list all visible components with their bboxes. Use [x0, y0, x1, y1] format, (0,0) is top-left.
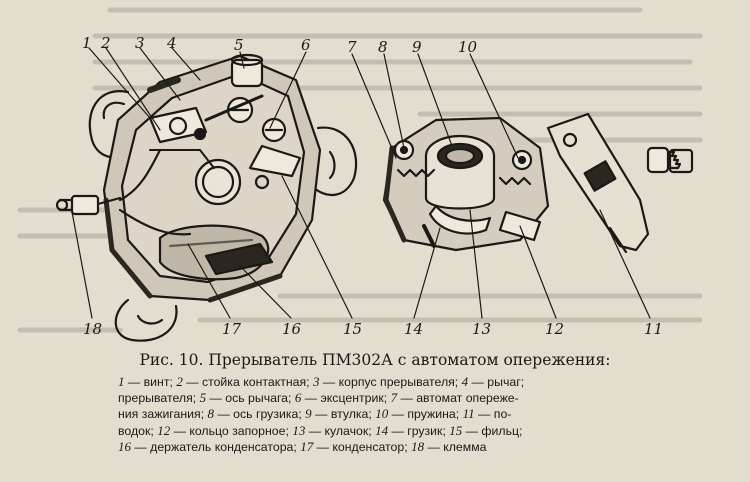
callout-10: 10	[458, 38, 478, 56]
legend-number: 18	[411, 438, 425, 454]
legend-term: ось рычага	[225, 391, 289, 406]
legend-number: 6	[294, 390, 302, 406]
legend-term: винт	[143, 375, 170, 389]
legend-term: втулка	[330, 407, 369, 422]
legend-number: 13	[292, 422, 306, 438]
legend-term: конденсатор	[332, 439, 405, 454]
legend-line: прерывателя; 5 — ось рычага; 6 — эксцент…	[118, 390, 519, 406]
legend-line: 16 — держатель конденсатора; 17 — конден…	[118, 438, 487, 454]
legend-term: по-	[493, 407, 512, 422]
advance-mechanism	[382, 116, 550, 252]
legend-number: 15	[449, 422, 463, 438]
callout-1: 1	[82, 34, 92, 52]
legend-number: 10	[375, 406, 389, 422]
legend-term: корпус прерывателя	[338, 375, 455, 389]
legend-number: 12	[157, 422, 171, 438]
legend-term: стойка контактная	[201, 375, 307, 389]
legend-line: 1 — винт; 2 — стойка контактная; 3 — кор…	[118, 374, 525, 389]
figure-caption-title: Рис. 10. Прерыватель ПМ302А с автоматом …	[139, 351, 611, 369]
legend-line: водок; 12 — кольцо запорное; 13 — кулачо…	[118, 422, 523, 438]
callout-3: 3	[135, 34, 145, 52]
legend-number: 1	[118, 374, 125, 389]
legend-term: грузик	[407, 423, 443, 438]
breaker-illustration	[55, 47, 694, 342]
callout-11: 11	[644, 320, 664, 338]
legend-term: ось грузика	[233, 407, 299, 422]
callout-7: 7	[347, 38, 357, 56]
legend-number: 11	[462, 406, 475, 422]
legend-number: 5	[199, 390, 207, 406]
legend-term: прерывателя	[118, 391, 193, 406]
legend-term: фильц	[481, 423, 520, 438]
legend-term: ния зажигания	[118, 407, 201, 422]
legend-number: 4	[461, 374, 469, 389]
callout-15: 15	[343, 320, 363, 338]
legend-term: эксцентрик	[320, 391, 384, 406]
legend-number: 16	[118, 438, 131, 454]
callout-18: 18	[83, 320, 103, 338]
legend-term: держатель конденсатора	[150, 439, 294, 454]
legend-number: 9	[305, 406, 312, 422]
legend-number: 2	[176, 374, 183, 389]
callout-2: 2	[101, 34, 111, 52]
figure-legend: 1 — винт; 2 — стойка контактная; 3 — кор…	[118, 374, 748, 455]
legend-term: пружина	[407, 407, 456, 422]
callout-9: 9	[412, 38, 422, 56]
breaker-housing	[55, 53, 358, 342]
legend-number: 17	[300, 438, 314, 454]
screw-part	[646, 146, 694, 174]
callout-8: 8	[378, 38, 388, 56]
legend-term: кулачок	[324, 423, 369, 438]
callout-14: 14	[404, 320, 424, 338]
legend-number: 8	[207, 406, 215, 422]
legend-term: водок	[118, 423, 151, 438]
callout-5: 5	[234, 36, 244, 54]
callout-16: 16	[282, 320, 302, 338]
callout-17: 17	[222, 320, 242, 338]
callout-6: 6	[301, 36, 311, 54]
drive-plate	[546, 112, 650, 254]
legend-number: 7	[390, 390, 398, 406]
callout-13: 13	[472, 320, 492, 338]
callout-4: 4	[167, 34, 177, 52]
callout-12: 12	[545, 320, 565, 338]
legend-number: 14	[375, 422, 389, 438]
legend-term: рычаг	[487, 375, 521, 389]
legend-line: ния зажигания; 8 — ось грузика; 9 — втул…	[118, 406, 512, 422]
legend-term: кольцо запорное	[189, 423, 286, 438]
leader-lines	[71, 47, 651, 319]
legend-term: клемма	[443, 439, 487, 454]
legend-term: автомат опереже-	[416, 391, 519, 406]
legend-number: 3	[312, 374, 320, 389]
